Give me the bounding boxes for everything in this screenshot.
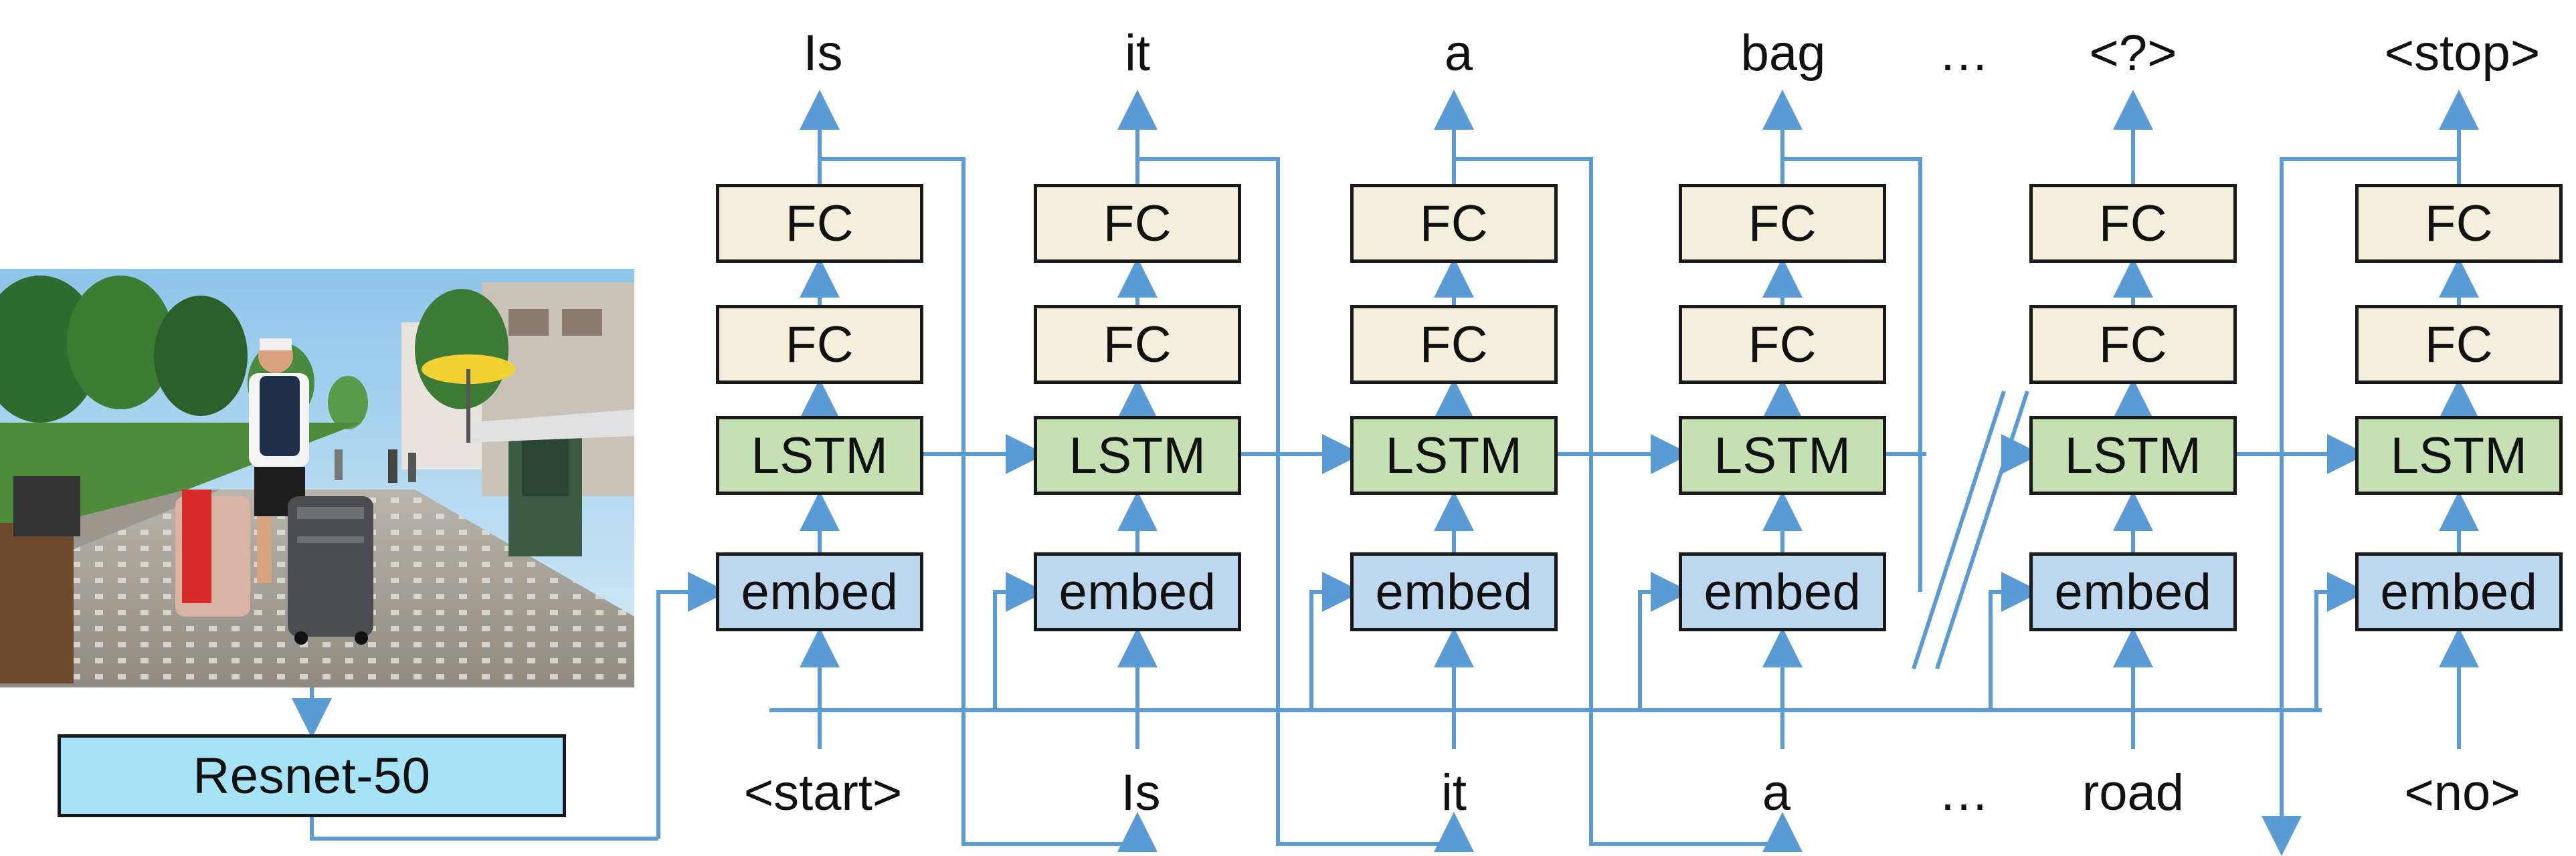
input-token-6: road	[2082, 764, 2185, 821]
embed-box-step-1: embed	[716, 552, 923, 631]
feedback-line	[2262, 157, 2459, 856]
output-token-4: bag	[1740, 25, 1826, 82]
image-feature-branch	[1989, 572, 2041, 710]
output-token-6: <?>	[2089, 25, 2177, 82]
output-token-3: a	[1444, 25, 1473, 82]
embed-box-label: embed	[2380, 563, 2538, 621]
lstm-box-label: LSTM	[1069, 427, 1206, 484]
output-token-1: Is	[803, 25, 843, 82]
fc-top-box-step-3: FC	[1350, 184, 1558, 263]
fc-bottom-box-step-5: FC	[2029, 305, 2237, 384]
embed-box-step-2: embed	[1034, 552, 1241, 631]
embed-box-step-6: embed	[2355, 552, 2563, 631]
fc-bottom-box-step-1: FC	[716, 305, 923, 384]
lstm-box-label: LSTM	[1714, 427, 1851, 484]
fc-top-box-label: FC	[2098, 195, 2168, 252]
embed-box-label: embed	[741, 563, 899, 621]
embed-box-label: embed	[2054, 563, 2212, 621]
lstm-box-step-3: LSTM	[1350, 416, 1558, 495]
input-token-7: <no>	[2404, 764, 2520, 821]
fc-bottom-box-step-6: FC	[2355, 305, 2563, 384]
embed-box-step-3: embed	[1350, 552, 1558, 631]
fc-top-box-label: FC	[1748, 195, 1817, 252]
fc-bottom-box-label: FC	[1419, 316, 1489, 373]
feedback-line	[1137, 157, 1474, 852]
input-token-4: a	[1762, 764, 1791, 821]
lstm-box-label: LSTM	[2064, 427, 2202, 484]
fc-top-box-step-4: FC	[1679, 184, 1886, 263]
fc-top-box-label: FC	[2424, 195, 2494, 252]
lstm-box-step-1: LSTM	[716, 416, 923, 495]
resnet-encoder-box: Resnet-50	[58, 734, 566, 817]
resnet-label: Resnet-50	[193, 747, 431, 805]
image-feature-to-embed	[656, 572, 728, 839]
lstm-box-step-6: LSTM	[2355, 416, 2563, 495]
sequence-break-mark	[1935, 391, 2029, 669]
feedback-line	[1454, 157, 1803, 852]
input-token-5: …	[1938, 764, 1989, 821]
lstm-box-step-5: LSTM	[2029, 416, 2237, 495]
fc-top-box-step-5: FC	[2029, 184, 2237, 263]
input-token-3: it	[1441, 764, 1467, 821]
fc-bottom-box-label: FC	[1748, 316, 1817, 373]
embed-box-label: embed	[1375, 563, 1533, 621]
fc-top-box-label: FC	[1103, 195, 1172, 252]
embed-box-step-4: embed	[1679, 552, 1886, 631]
input-token-1: <start>	[743, 764, 903, 821]
image-feature-branch	[1309, 572, 1362, 710]
output-token-5: …	[1938, 25, 1989, 82]
lstm-box-step-2: LSTM	[1034, 416, 1241, 495]
fc-bottom-box-step-2: FC	[1034, 305, 1241, 384]
output-token-2: it	[1125, 25, 1150, 82]
input-token-2: Is	[1121, 764, 1161, 821]
fc-bottom-box-step-3: FC	[1350, 305, 1558, 384]
lstm-box-step-4: LSTM	[1679, 416, 1886, 495]
lstm-box-label: LSTM	[1385, 427, 1523, 484]
fc-bottom-box-label: FC	[2424, 316, 2494, 373]
output-token-7: <stop>	[2384, 25, 2541, 82]
street-photo-icon	[0, 269, 634, 687]
fc-top-box-label: FC	[785, 195, 854, 252]
fc-top-box-step-2: FC	[1034, 184, 1241, 263]
embed-box-label: embed	[1704, 563, 1861, 621]
image-feature-branch	[993, 572, 1046, 710]
embed-box-step-5: embed	[2029, 552, 2237, 631]
fc-bottom-box-step-4: FC	[1679, 305, 1886, 384]
embed-box-label: embed	[1059, 563, 1216, 621]
fc-bottom-box-label: FC	[2098, 316, 2168, 373]
street-photo	[0, 269, 634, 687]
resnet-to-bus	[310, 817, 658, 841]
lstm-box-label: LSTM	[751, 427, 889, 484]
fc-bottom-box-label: FC	[785, 316, 854, 373]
fc-top-box-step-1: FC	[716, 184, 923, 263]
fc-top-box-step-6: FC	[2355, 184, 2563, 263]
image-feature-branch	[1638, 572, 1691, 710]
feedback-line	[820, 157, 1158, 852]
sequence-break-mark	[1912, 391, 2006, 669]
feedback-line	[1782, 157, 1922, 592]
lstm-box-label: LSTM	[2390, 427, 2528, 484]
image-feature-branch	[2314, 572, 2367, 710]
fc-top-box-label: FC	[1419, 195, 1489, 252]
fc-bottom-box-label: FC	[1103, 316, 1172, 373]
